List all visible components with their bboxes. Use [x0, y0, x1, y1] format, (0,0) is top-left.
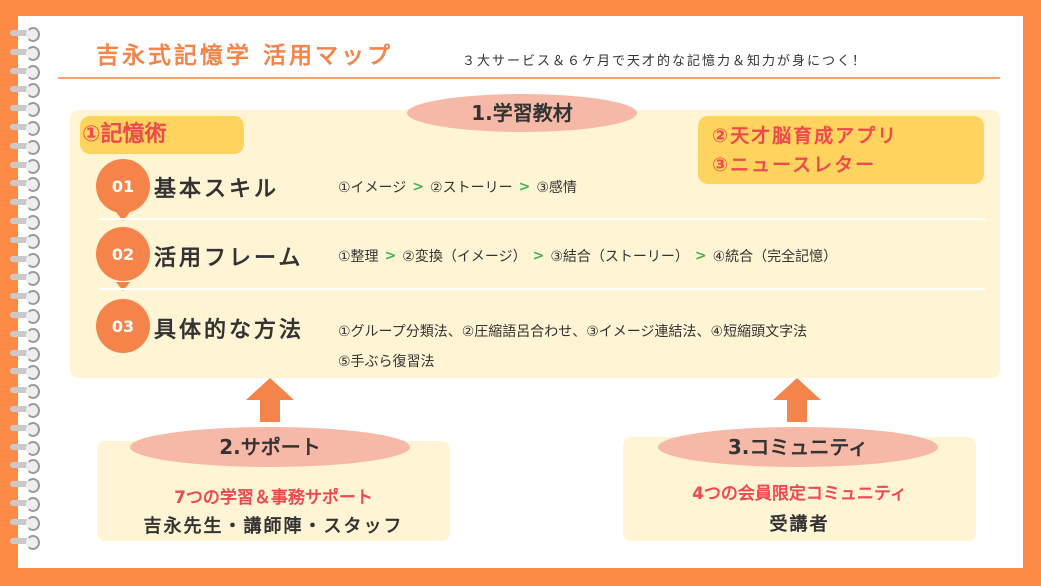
- binding-ring: [8, 268, 42, 287]
- binding-ring: [8, 80, 42, 99]
- binding-ring: [8, 99, 42, 118]
- methods-line: ①グループ分類法、②圧縮語呂合わせ、③イメージ連結法、④短縮頭文字法: [338, 324, 808, 340]
- page-subtitle: ３大サービス＆６ケ月で天才的な記憶力＆知力が身につく！: [462, 54, 868, 69]
- row-title-framework: 活用フレーム: [154, 246, 304, 271]
- spiral-binding: [8, 24, 42, 550]
- binding-ring: [8, 231, 42, 250]
- binding-ring: [8, 212, 42, 231]
- binding-ring: [8, 362, 42, 381]
- binding-ring: [8, 62, 42, 81]
- tag-memory-technique: ①記憶術: [80, 116, 244, 154]
- binding-ring: [8, 43, 42, 62]
- community-highlight: 4つの会員限定コミュニティ: [692, 484, 907, 504]
- chevron-right-icon: >: [384, 248, 397, 264]
- tag-newsletter: ③ニュースレター: [712, 154, 877, 176]
- binding-ring: [8, 24, 42, 43]
- chevron-right-icon: >: [532, 248, 545, 264]
- binding-ring: [8, 344, 42, 363]
- binding-ring: [8, 193, 42, 212]
- binding-ring: [8, 532, 42, 551]
- step-number-03: 03: [96, 299, 150, 353]
- binding-ring: [8, 156, 42, 175]
- step-number-02: 02: [96, 227, 150, 281]
- binding-ring: [8, 250, 42, 269]
- basic-skill-steps: ①イメージ > ②ストーリー > ③感情: [338, 177, 577, 197]
- row-title-methods: 具体的な方法: [154, 318, 305, 343]
- tag-app-newsletter: ②天才脳育成アプリ ③ニュースレター: [698, 116, 984, 184]
- row-separator: [100, 218, 985, 220]
- methods-list: ①グループ分類法、②圧縮語呂合わせ、③イメージ連結法、④短縮頭文字法 ⑤手ぶら復…: [338, 317, 807, 377]
- binding-ring: [8, 325, 42, 344]
- binding-ring: [8, 513, 42, 532]
- chevron-right-icon: >: [518, 179, 531, 195]
- binding-ring: [8, 174, 42, 193]
- arrow-down-icon: [116, 212, 130, 221]
- arrow-up-icon: [246, 378, 294, 422]
- binding-ring: [8, 137, 42, 156]
- page-title: 吉永式記憶学 活用マップ: [96, 43, 394, 69]
- step: ②ストーリー: [430, 180, 513, 196]
- row-title-basic-skill: 基本スキル: [154, 177, 280, 202]
- binding-ring: [8, 306, 42, 325]
- support-highlight: 7つの学習＆事務サポート: [174, 488, 373, 508]
- step: ①整理: [338, 249, 379, 265]
- step: ①イメージ: [338, 180, 407, 196]
- methods-line: ⑤手ぶら復習法: [338, 354, 435, 370]
- chevron-right-icon: >: [694, 248, 707, 264]
- binding-ring: [8, 419, 42, 438]
- step: ④統合（完全記憶）: [712, 249, 838, 265]
- community-text: 受講者: [769, 514, 830, 535]
- arrow-down-icon: [116, 282, 130, 291]
- divider: [58, 77, 1000, 79]
- binding-ring: [8, 494, 42, 513]
- row-separator: [100, 288, 985, 290]
- step: ③結合（ストーリー）: [550, 249, 689, 265]
- step: ③感情: [536, 180, 577, 196]
- section-label-materials: 1.学習教材: [407, 94, 637, 132]
- binding-ring: [8, 400, 42, 419]
- step-number-01: 01: [96, 159, 150, 213]
- binding-ring: [8, 456, 42, 475]
- binding-ring: [8, 438, 42, 457]
- tag-app: ②天才脳育成アプリ: [712, 125, 899, 147]
- section-label-support: 2.サポート: [130, 427, 410, 467]
- step: ②変換（イメージ）: [402, 249, 527, 265]
- binding-ring: [8, 287, 42, 306]
- binding-ring: [8, 118, 42, 137]
- support-text: 吉永先生・講師陣・スタッフ: [143, 516, 404, 537]
- binding-ring: [8, 381, 42, 400]
- chevron-right-icon: >: [412, 179, 425, 195]
- arrow-up-icon: [773, 378, 821, 422]
- framework-steps: ①整理 > ②変換（イメージ） > ③結合（ストーリー） > ④統合（完全記憶）: [338, 246, 837, 266]
- section-label-community: 3.コミュニティ: [658, 427, 938, 467]
- binding-ring: [8, 475, 42, 494]
